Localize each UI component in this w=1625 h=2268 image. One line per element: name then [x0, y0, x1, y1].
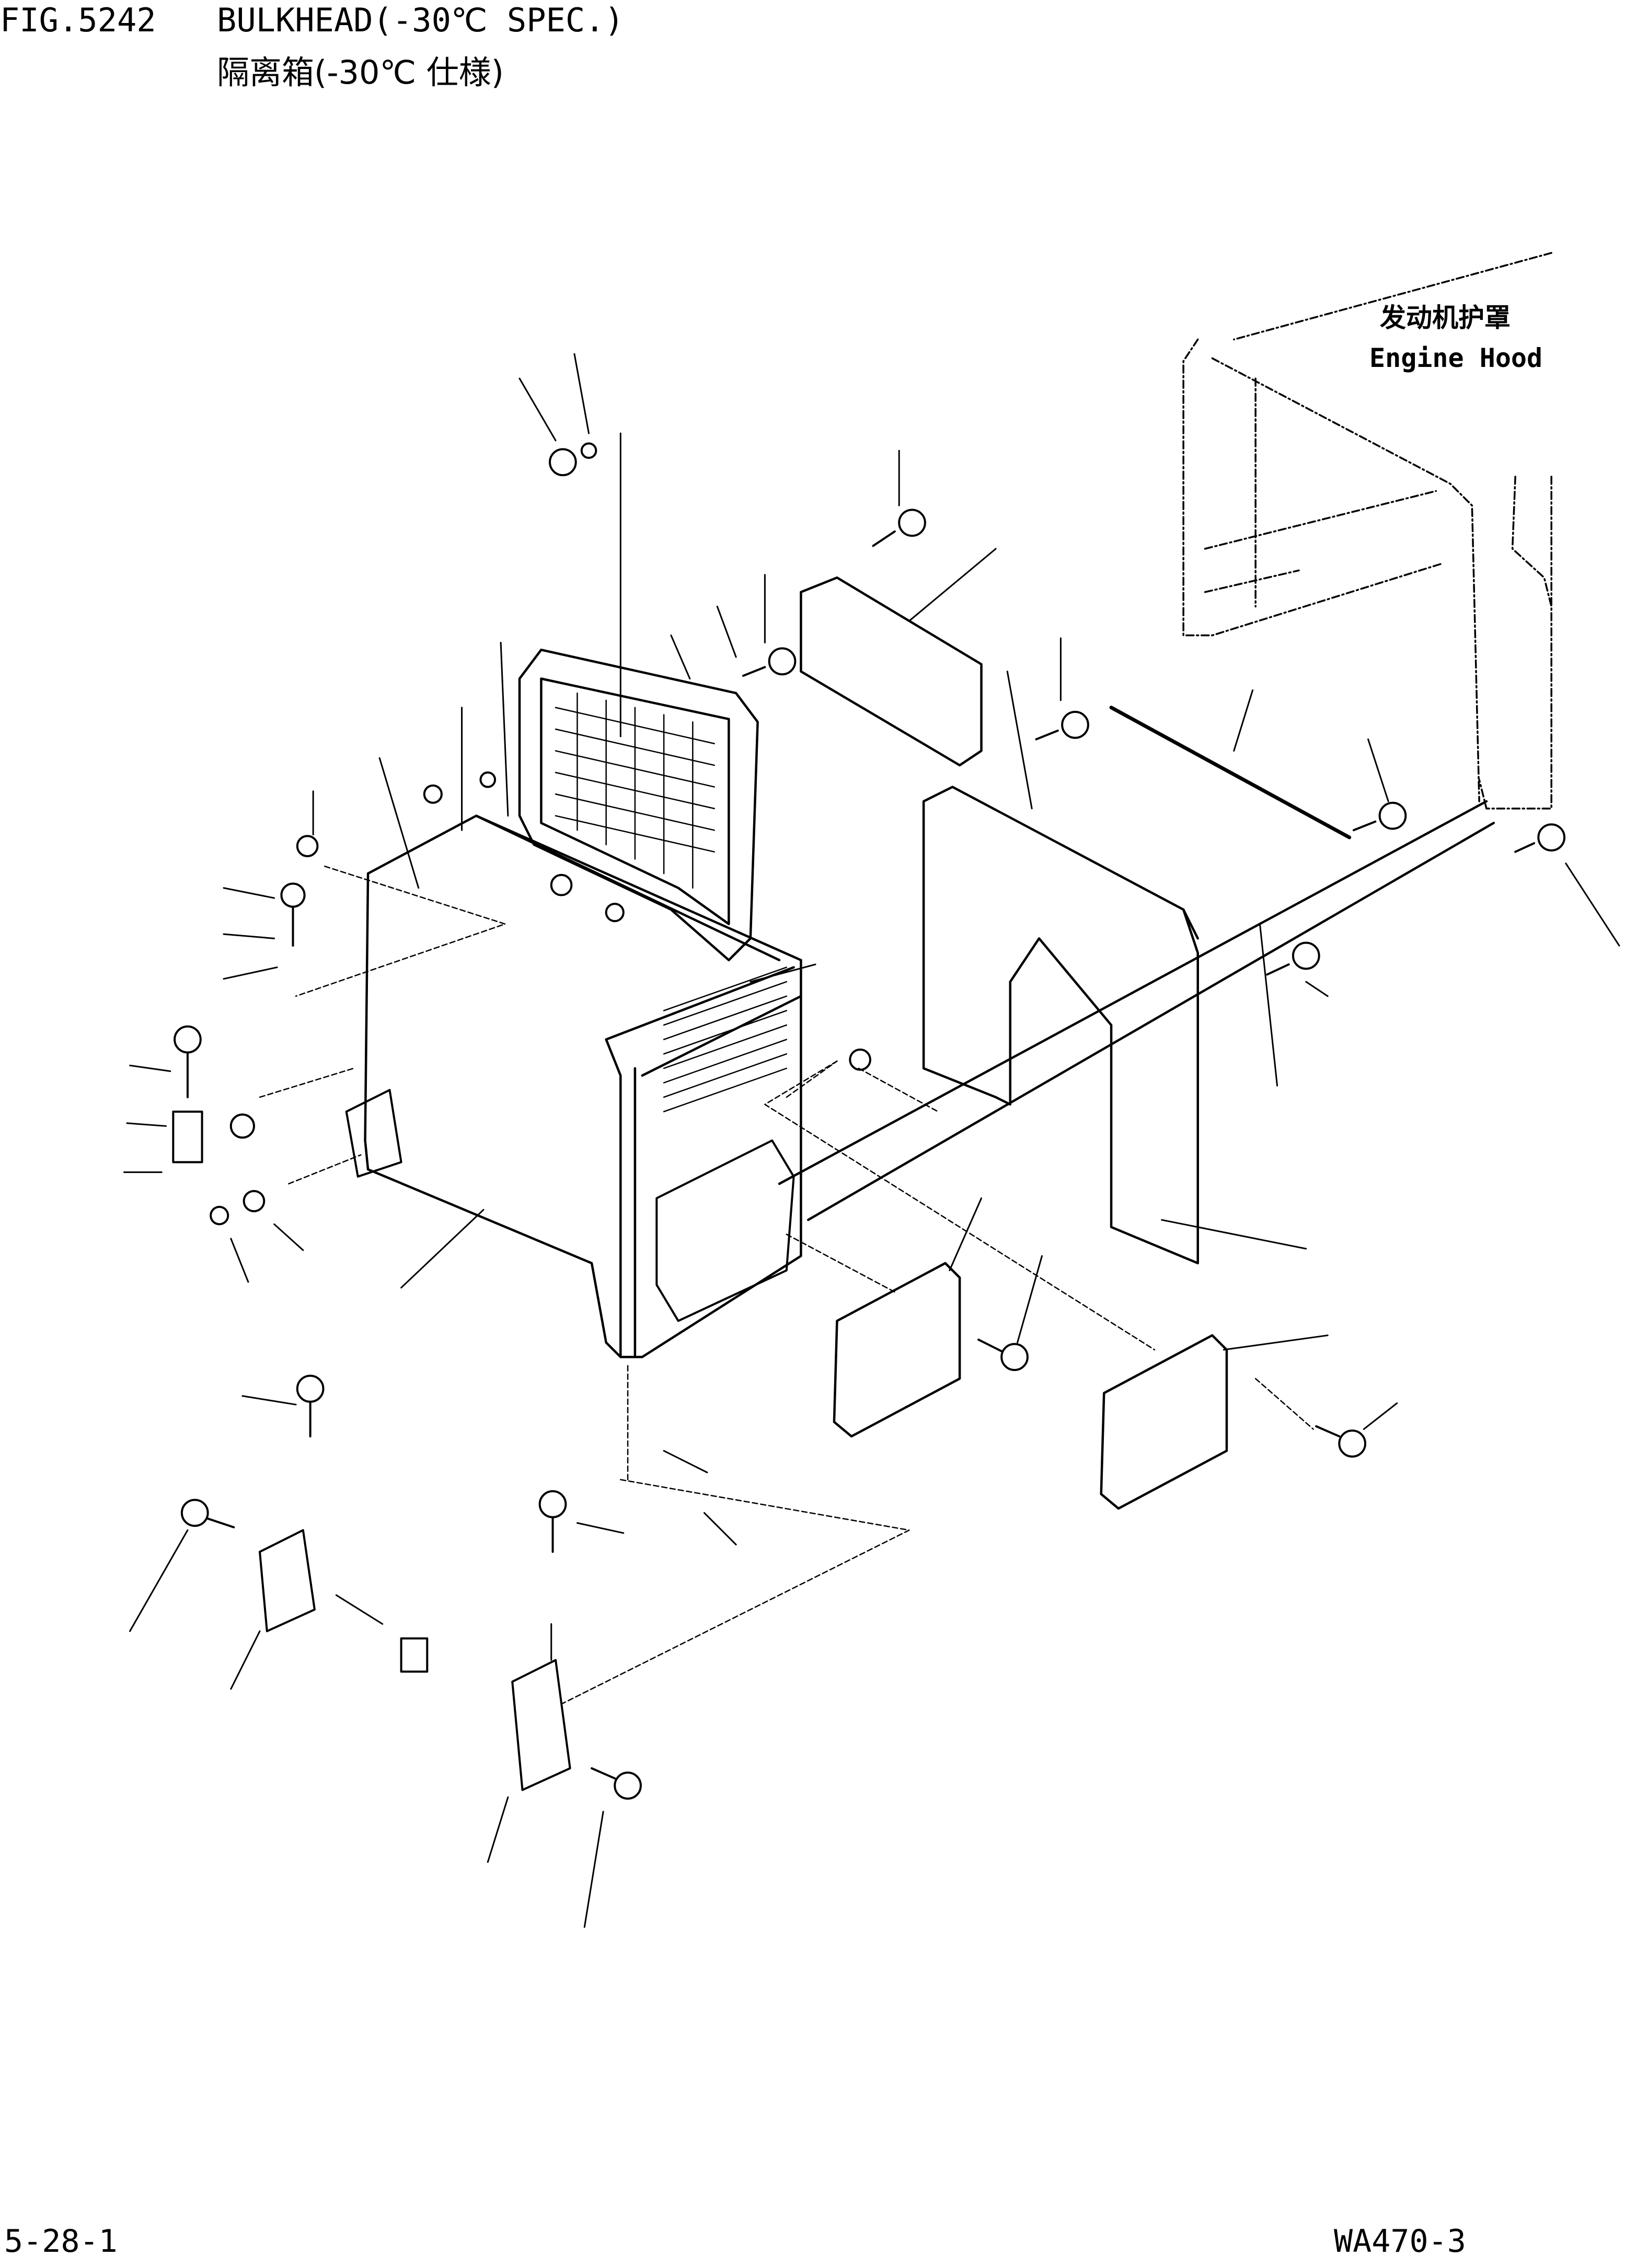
leader-lines	[124, 354, 1619, 1927]
front-face-opening	[656, 1141, 793, 1321]
assembly-phantom-lines	[260, 866, 1313, 1703]
right-side-panel	[924, 787, 1198, 1263]
figure-number: FIG.5242	[0, 1, 156, 39]
support-rods	[779, 708, 1494, 1220]
engine-hood-label-chinese: 发动机护罩	[1380, 303, 1511, 333]
top-cover-plate	[801, 578, 981, 765]
top-louver-frame	[520, 650, 758, 960]
page-number: 5-28-1	[4, 2223, 118, 2260]
front-face-louvers	[664, 968, 787, 1112]
machine-model: WA470-3	[1334, 2223, 1466, 2260]
figure-title-chinese: 隔离箱(-30℃ 仕様)	[217, 53, 504, 91]
inspection-cover-plates	[834, 1263, 1227, 1509]
engine-hood-phantom-outline	[1183, 253, 1551, 809]
figure-title-english: BULKHEAD(-30℃ SPEC.)	[217, 1, 624, 39]
engine-hood-label-english: Engine Hood	[1369, 343, 1543, 373]
small-brackets	[260, 1090, 570, 1790]
fastener-symbols	[173, 443, 1564, 1799]
